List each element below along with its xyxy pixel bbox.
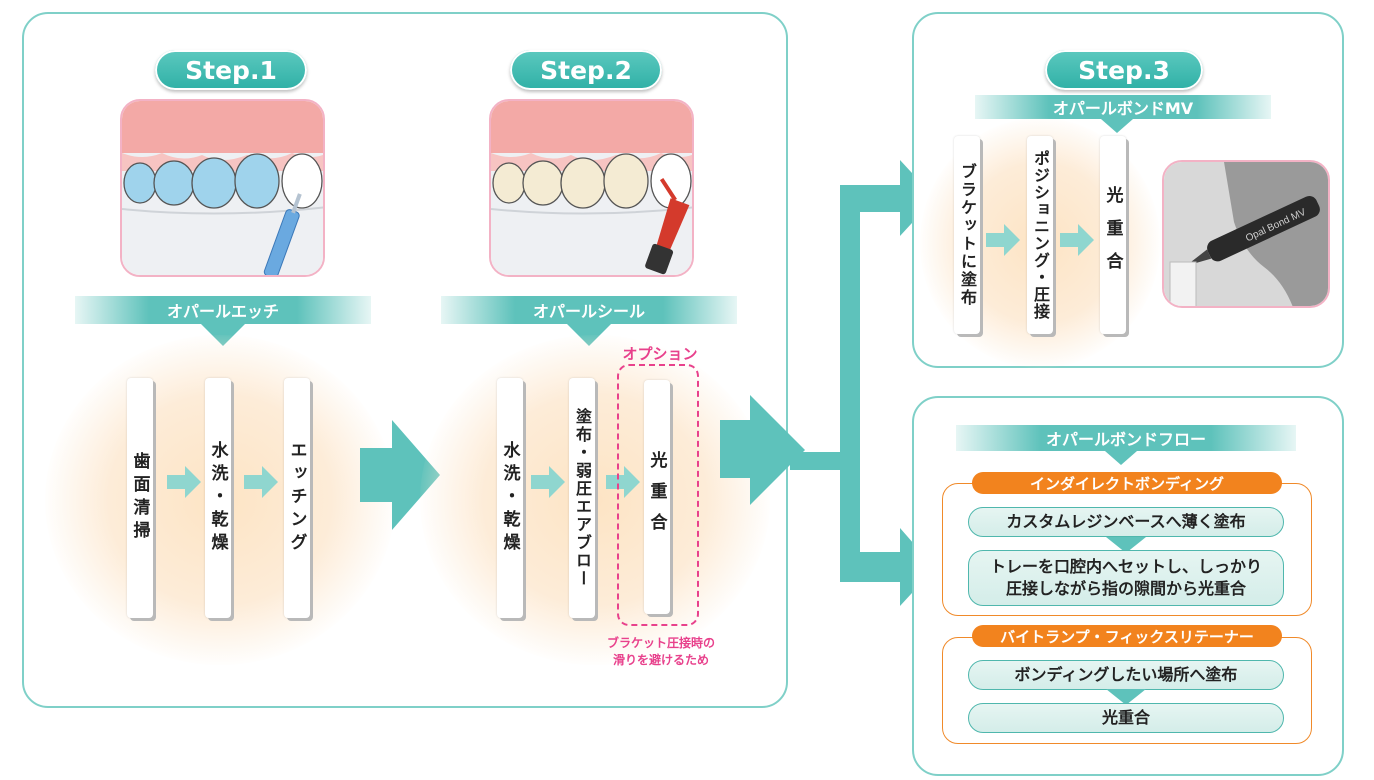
step1-item-1-label: 歯面清掃 — [129, 452, 150, 544]
step2-item-2: 塗布・弱圧エアブロー — [569, 378, 595, 618]
option-dashed-box — [617, 364, 699, 626]
teeth-etch-illustration — [122, 101, 323, 275]
step2-item-1: 水洗・乾燥 — [497, 378, 523, 618]
step2-item-3: 光重合 — [644, 380, 670, 614]
step1-item-2-label: 水洗・乾燥 — [207, 440, 228, 556]
indirect-step-2-line-1: トレーを口腔内へセットし、しっかり — [989, 557, 1262, 576]
step2-product-label: オパールシール — [532, 302, 645, 321]
step2-item-3-label: 光重合 — [646, 450, 667, 544]
step3-item-3: 光重合 — [1100, 136, 1126, 334]
step3-item-1-label: ブラケットに塗布 — [958, 163, 977, 307]
step2-item-2-label: 塗布・弱圧エアブロー — [573, 408, 592, 588]
step1-badge: Step.1 — [155, 50, 307, 90]
step1-product-banner: オパールエッチ — [75, 296, 371, 324]
teeth-seal-illustration — [491, 101, 692, 275]
step1-product-label: オパールエッチ — [166, 302, 279, 321]
option-note-line-2: 滑りを避けるため — [612, 653, 709, 667]
indirect-bonding-title: インダイレクトボンディング — [972, 472, 1282, 494]
bite-step-2: 光重合 — [968, 703, 1284, 733]
step2-arrow-1 — [531, 466, 565, 498]
syringe-photo: Opal Bond MV — [1164, 162, 1328, 306]
step2-teeth-image — [489, 99, 694, 277]
step1-arrow-1 — [167, 466, 201, 498]
step1-item-3-label: エッチング — [286, 440, 307, 556]
indirect-step-2: トレーを口腔内へセットし、しっかり 圧接しながら指の隙間から光重合 — [968, 550, 1284, 606]
step3-item-1: ブラケットに塗布 — [954, 136, 980, 334]
step2-glow — [420, 335, 770, 665]
step2-badge: Step.2 — [510, 50, 662, 90]
step1-to-step2-arrow — [360, 420, 440, 530]
indirect-step-2-line-2: 圧接しながら指の隙間から光重合 — [1005, 579, 1246, 598]
step3-arrow-1 — [986, 224, 1020, 256]
step2-arrow-2 — [606, 466, 640, 498]
step2-item-1-label: 水洗・乾燥 — [499, 440, 520, 556]
step3-item-2-label: ポジショニング・圧接 — [1031, 150, 1050, 320]
indirect-down-arrow — [1106, 537, 1146, 553]
step2-to-step3-arrows — [720, 160, 935, 606]
flow-product-banner: オパールボンドフロー — [956, 425, 1296, 451]
bite-ramp-title: バイトランプ・フィックスリテーナー — [972, 625, 1282, 647]
step1-item-3: エッチング — [284, 378, 310, 618]
step3-banner-pointer — [1101, 119, 1133, 133]
step3-item-2: ポジショニング・圧接 — [1027, 136, 1053, 334]
step3-item-3-label: 光重合 — [1102, 185, 1123, 285]
step2-product-banner: オパールシール — [441, 296, 737, 324]
bite-step-1: ボンディングしたい場所へ塗布 — [968, 660, 1284, 690]
flow-banner-pointer — [1105, 451, 1137, 465]
indirect-step-1: カスタムレジンベースへ薄く塗布 — [968, 507, 1284, 537]
step3-product-banner: オパールボンドMV — [975, 95, 1271, 119]
step3-badge: Step.3 — [1045, 50, 1203, 90]
option-label: オプション — [622, 345, 698, 363]
step3-arrow-2 — [1060, 224, 1094, 256]
step3-product-label: オパールボンドMV — [1052, 99, 1194, 118]
step1-item-2: 水洗・乾燥 — [205, 378, 231, 618]
step1-item-1: 歯面清掃 — [127, 378, 153, 618]
step3-product-photo: Opal Bond MV — [1162, 160, 1330, 308]
flow-product-label: オパールボンドフロー — [1045, 430, 1206, 449]
option-note-line-1: ブラケット圧接時の — [606, 636, 715, 650]
option-note: ブラケット圧接時の 滑りを避けるため — [596, 635, 726, 669]
step1-teeth-image — [120, 99, 325, 277]
step1-arrow-2 — [244, 466, 278, 498]
bite-down-arrow — [1106, 689, 1146, 705]
